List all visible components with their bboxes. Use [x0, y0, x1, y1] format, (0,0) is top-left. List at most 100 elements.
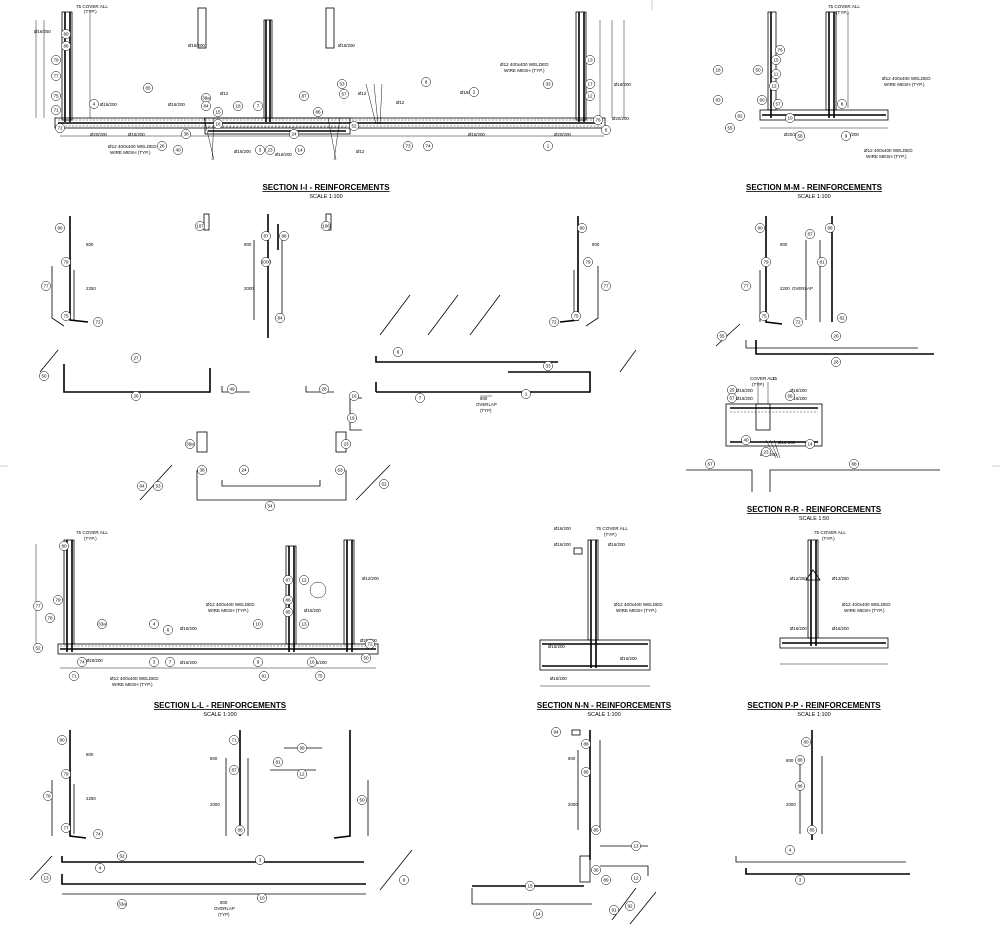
rebar-mark-bubble [469, 87, 479, 97]
rebar-mark-bubble [77, 657, 87, 667]
rebar-mark-bubble [525, 881, 535, 891]
rebar-mark-label: 86 [315, 110, 321, 115]
rebar-mark-label: 23 [267, 148, 273, 153]
rebar-mark-bubble [51, 71, 61, 81]
rebar-mark-bubble [741, 435, 751, 445]
rebar-mark-bubble [785, 391, 795, 401]
svg-text:Ø16/250: Ø16/250 [34, 29, 51, 34]
rebar-mark-label: 18 [235, 104, 241, 109]
rebar-mark-label: 75 [317, 674, 323, 679]
rebar-mark-label: 26 [133, 394, 139, 399]
rebar-mark-bubble [235, 825, 245, 835]
svg-text:Ø12: Ø12 [220, 91, 229, 96]
rebar-mark-bubble [349, 391, 359, 401]
rebar-mark-bubble [61, 769, 71, 779]
svg-text:Ø16/200: Ø16/200 [128, 132, 145, 137]
rebar-mark-label: 49 [229, 387, 235, 392]
rebar-mark-label: 86 [583, 770, 589, 775]
svg-text:(TYP.): (TYP.) [836, 10, 849, 15]
svg-text:Ø12 400x400 WELDED: Ø12 400x400 WELDED [108, 144, 157, 149]
rebar-mark-label: 92 [627, 904, 633, 909]
rebar-mark-bubble [229, 765, 239, 775]
svg-text:Ø16/200: Ø16/200 [790, 626, 807, 631]
rebar-mark-label: 86 [237, 828, 243, 833]
rebar-mark-bubble [581, 739, 591, 749]
rebar-mark-bubble [201, 101, 211, 111]
rebar-mark-label: 57 [775, 102, 781, 107]
rebar-mark-bubble [41, 281, 51, 291]
rebar-mark-bubble [93, 317, 103, 327]
rebar-mark-bubble [337, 79, 347, 89]
rebar-mark-bubble [849, 459, 859, 469]
rebar-mark-bubble [591, 825, 601, 835]
svg-text:2000: 2000 [210, 802, 220, 807]
rebar-mark-bubble [583, 257, 593, 267]
rebar-mark-bubble [43, 791, 53, 801]
svg-text:Ø16/200: Ø16/200 [188, 43, 205, 48]
rebar-mark-bubble [97, 619, 107, 629]
rebar-mark-bubble [195, 221, 205, 231]
rebar-mark-label: 57 [729, 396, 735, 401]
rebar-mark-label: 52 [381, 482, 387, 487]
svg-text:Ø16/200: Ø16/200 [608, 542, 625, 547]
svg-text:Ø16/200: Ø16/200 [100, 102, 117, 107]
svg-text:800: 800 [780, 242, 788, 247]
rebar-mark-label: 3 [799, 878, 802, 883]
svg-text:Ø20/200: Ø20/200 [612, 116, 629, 121]
rebar-mark-bubble [197, 465, 207, 475]
rebar-mark-bubble [39, 371, 49, 381]
rebar-mark-bubble [717, 331, 727, 341]
rebar-mark-bubble [785, 113, 795, 123]
rebar-mark-label: 12 [633, 876, 639, 881]
rebar-mark-bubble [571, 311, 581, 321]
rebar-mark-label: 71 [231, 738, 237, 743]
rebar-mark-label: 77 [603, 284, 609, 289]
rebar-mark-bubble [393, 347, 403, 357]
rebar-mark-bubble [295, 145, 305, 155]
rebar-mark-bubble [55, 223, 65, 233]
svg-text:Ø16/200: Ø16/200 [790, 396, 807, 401]
rebar-mark-bubble [831, 331, 841, 341]
rebar-mark-label: 64 [139, 484, 145, 489]
rebar-mark-label: 33 [545, 364, 551, 369]
rebar-mark-bubble [837, 313, 847, 323]
rebar-mark-label: 13 [301, 622, 307, 627]
rebar-mark-label: 13 [587, 58, 593, 63]
rebar-mark-label: 1 [547, 144, 550, 149]
svg-text:800: 800 [592, 242, 600, 247]
rebar-mark-label: 76 [777, 48, 783, 53]
rebar-mark-bubble [117, 899, 127, 909]
rebar-mark-label: 77 [53, 74, 59, 79]
rebar-mark-bubble [307, 657, 317, 667]
rebar-mark-label: 99 [299, 746, 305, 751]
rebar-mark-label: 53 [339, 82, 345, 87]
rebar-mark-label: 52 [351, 124, 357, 129]
rebar-mark-label: 72 [795, 320, 801, 325]
rebar-mark-label: 80 [803, 740, 809, 745]
section-n-elevation: 75 COVER ALL (TYP.) Ø12 400x400 WELDED W… [539, 526, 663, 687]
rebar-mark-label: 10 [255, 622, 261, 627]
rebar-mark-bubble [609, 905, 619, 915]
svg-text:Ø12 400x400 WELDED: Ø12 400x400 WELDED [864, 148, 913, 153]
rebar-mark-label: 9 [845, 134, 848, 139]
rebar-mark-label: 3 [259, 858, 262, 863]
rebar-mark-bubble [761, 447, 771, 457]
rebar-mark-bubble [591, 865, 601, 875]
rebar-mark-label: 73 [405, 144, 411, 149]
rebar-mark-label: 4 [93, 102, 96, 107]
svg-text:Ø12 400x400 WELDED: Ø12 400x400 WELDED [110, 676, 159, 681]
rebar-mark-label: 80 [59, 738, 65, 743]
rebar-mark-label: 36 [593, 868, 599, 873]
svg-text:Ø16/200: Ø16/200 [168, 102, 185, 107]
rebar-mark-bubble [253, 619, 263, 629]
rebar-mark-label: 28 [321, 387, 327, 392]
rebar-mark-bubble [297, 769, 307, 779]
section-r-title: SECTION R-R - REINFORCEMENTS [747, 505, 882, 514]
rebar-mark-bubble [757, 95, 767, 105]
rebar-mark-label: 87 [263, 234, 269, 239]
rebar-mark-bubble [61, 41, 71, 51]
rebar-mark-bubble [131, 391, 141, 401]
rebar-mark-label: 80 [63, 32, 69, 37]
svg-text:WIRE MESH (TYP.): WIRE MESH (TYP.) [504, 68, 545, 73]
rebar-mark-label: 78 [45, 794, 51, 799]
